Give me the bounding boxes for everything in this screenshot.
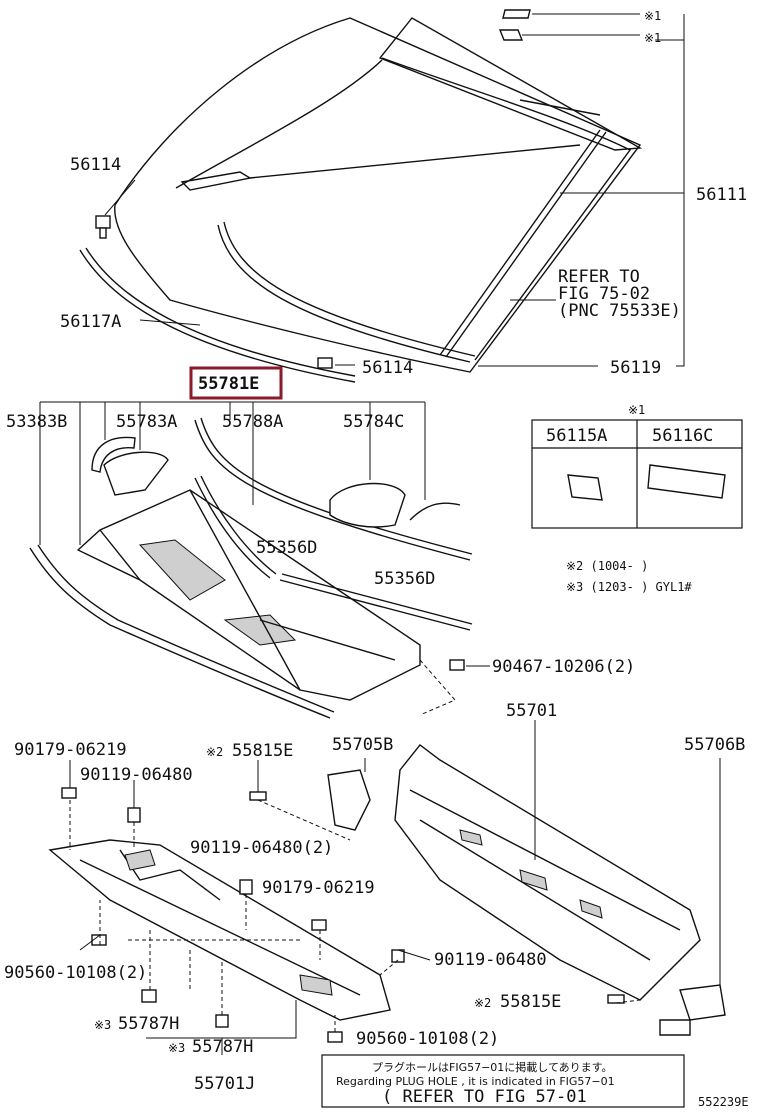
bracket-55815E-a <box>249 791 267 801</box>
clip-table <box>531 419 743 529</box>
cover-piece <box>103 451 169 496</box>
label-90179-b: 90179-06219 <box>262 878 375 898</box>
label-55815E-b: 55815E <box>500 992 561 1012</box>
cowl-panel-55701 <box>394 744 701 1001</box>
seal-53383B <box>29 544 335 719</box>
clip-55787H-a <box>141 989 157 1003</box>
label-56117A: 56117A <box>60 312 121 332</box>
fastener-90179-a <box>61 787 77 799</box>
mark-x1-a: ※1 <box>644 9 661 23</box>
label-55783A: 55783A <box>116 412 177 432</box>
label-56111: 56111 <box>696 185 747 205</box>
table-col-56115A: 56115A <box>546 426 607 446</box>
seal-55783A <box>91 436 136 473</box>
label-90560-a: 90560-10108(2) <box>4 963 147 983</box>
label-55701: 55701 <box>506 701 557 721</box>
label-55781E: 55781E <box>198 374 259 394</box>
molding-56117A <box>79 247 356 383</box>
label-53383B: 53383B <box>6 412 67 432</box>
mark-x2-b: ※2 <box>474 996 491 1010</box>
plug-note-en: Regarding PLUG HOLE , it is indicated in… <box>336 1075 615 1088</box>
strip-55788A <box>194 417 473 561</box>
label-90560-b: 90560-10108(2) <box>356 1029 499 1049</box>
mark-x2-a: ※2 <box>206 745 223 759</box>
label-55706B: 55706B <box>684 735 745 755</box>
label-55787H-a: 55787H <box>118 1014 179 1034</box>
label-55784C: 55784C <box>343 412 404 432</box>
plug-hole-note: プラグホールはFIG57−01に掲載してあります。 Regarding PLUG… <box>321 1054 685 1108</box>
table-col-56116C: 56116C <box>652 426 713 446</box>
refer-line-1: REFER TO <box>558 267 640 287</box>
cowl-panel-55701J <box>48 839 391 1021</box>
label-55705B: 55705B <box>332 735 393 755</box>
nut-90560-b <box>327 1031 343 1043</box>
label-90179-a: 90179-06219 <box>14 740 127 760</box>
spacer-part-top <box>498 9 531 41</box>
refer-line-2: FIG 75-02 <box>558 284 650 304</box>
footnote-x2: ※2 (1004- ) <box>566 559 648 573</box>
cap-55784C <box>329 482 461 528</box>
mark-x3-b: ※3 <box>168 1041 185 1055</box>
label-55701J: 55701J <box>194 1074 255 1094</box>
label-55787H-b: 55787H <box>192 1037 253 1057</box>
label-55815E-a: 55815E <box>232 741 293 761</box>
label-56114-mid: 56114 <box>362 358 413 378</box>
seal-55356D-b <box>279 573 473 631</box>
figure-id: 552239E <box>698 1095 749 1109</box>
molding-56119 <box>217 129 607 363</box>
fastener-90467 <box>449 659 490 671</box>
label-56119: 56119 <box>610 358 661 378</box>
label-55356D-b: 55356D <box>374 569 435 589</box>
label-90119-a: 90119-06480 <box>80 765 193 785</box>
footnote-x3: ※3 (1203- ) GYL1# <box>566 580 692 594</box>
label-90119-c: 90119-06480 <box>434 950 547 970</box>
fastener-90119-b <box>239 879 253 895</box>
fastener-90119-a <box>127 807 141 823</box>
label-90119-b: 90119-06480(2) <box>190 838 333 858</box>
label-56114-top: 56114 <box>70 155 121 175</box>
highlight-55781E <box>189 366 283 400</box>
louver-panel <box>76 489 421 701</box>
plug-note-jp: プラグホールはFIG57−01に掲載してあります。 <box>372 1060 613 1074</box>
bracket-55815E-b <box>607 994 625 1004</box>
nut-90560-a <box>91 934 107 946</box>
label-55788A: 55788A <box>222 412 283 432</box>
bracket-55706B <box>659 758 726 1036</box>
mark-x3-a: ※3 <box>94 1018 111 1032</box>
mark-x1-table: ※1 <box>628 403 645 417</box>
bracket-55705B <box>327 758 371 831</box>
plug-note-ref: ( REFER TO FIG 57-01 <box>382 1087 587 1107</box>
seal-55356D-a <box>194 475 277 579</box>
mark-x1-b: ※1 <box>644 31 661 45</box>
clip-56114-upper <box>95 215 111 239</box>
fastener-90179-b <box>311 919 327 931</box>
label-90467: 90467-10206(2) <box>492 657 635 677</box>
clip-56114-lower <box>317 357 333 369</box>
label-55356D-a: 55356D <box>256 538 317 558</box>
clip-55787H-b <box>215 1014 229 1028</box>
windshield-glass <box>114 17 643 373</box>
refer-line-3: (PNC 75533E) <box>558 301 681 321</box>
